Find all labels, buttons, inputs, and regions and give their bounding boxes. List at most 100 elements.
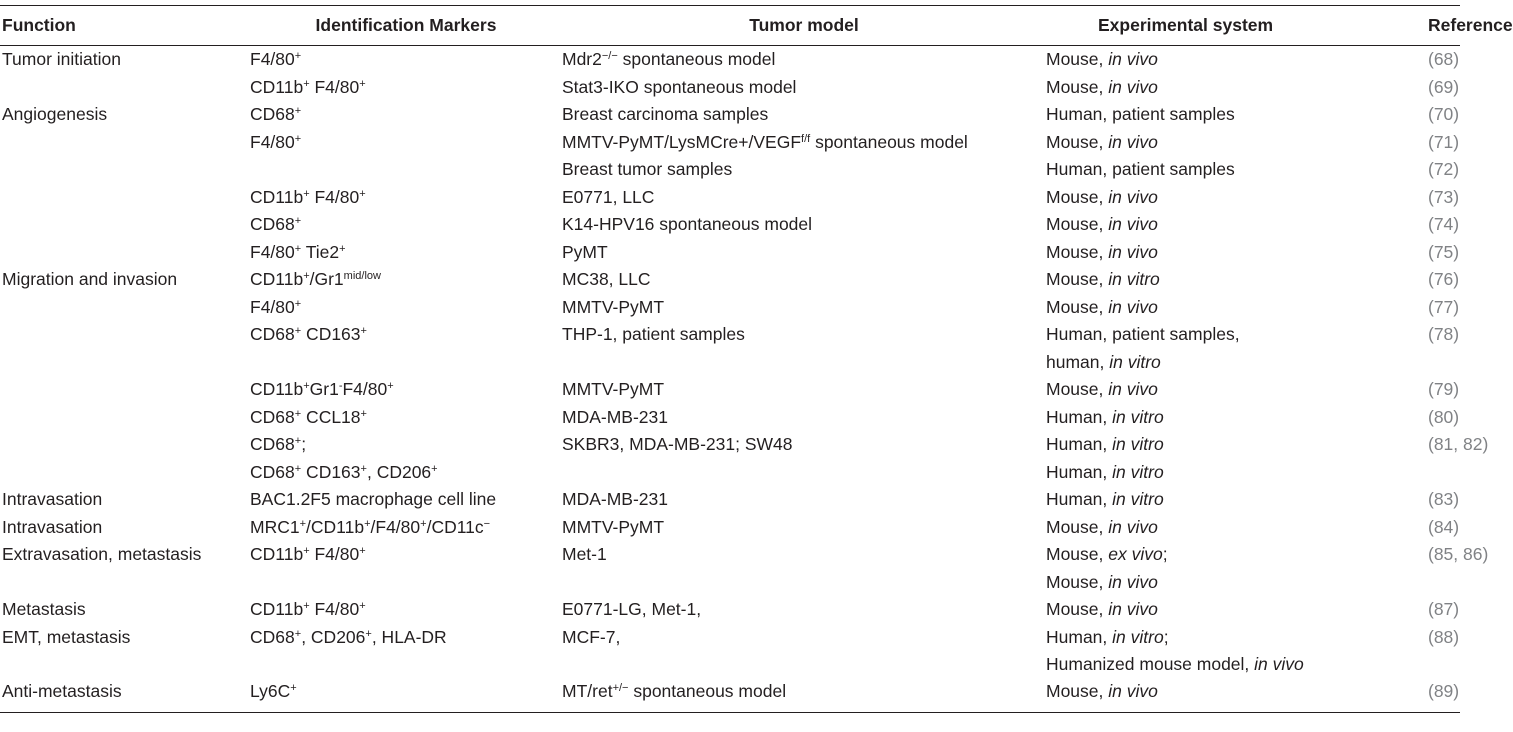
- reference-link[interactable]: (85, 86): [1428, 544, 1489, 565]
- cell-tumor-model: [562, 349, 1046, 377]
- cell-function: [0, 376, 250, 404]
- cell-tumor-model: SKBR3, MDA-MB-231; SW48: [562, 431, 1046, 459]
- cell-reference: (75): [1428, 239, 1460, 267]
- cell-function: [0, 239, 250, 267]
- reference-link[interactable]: (87): [1428, 599, 1460, 620]
- cell-function: EMT, metastasis: [2, 626, 131, 647]
- cell-reference: (71): [1428, 129, 1460, 157]
- reference-link[interactable]: (81, 82): [1428, 434, 1489, 455]
- cell-function: Angiogenesis: [2, 104, 108, 125]
- cell-reference: (83): [1428, 486, 1460, 514]
- marker-segment: +: [294, 462, 302, 475]
- experimental-system-segment: ex vivo: [1108, 544, 1163, 565]
- experimental-system-segment: Mouse,: [1046, 516, 1109, 537]
- marker-segment: MRC1: [250, 516, 300, 537]
- reference-link[interactable]: (75): [1428, 241, 1460, 262]
- reference-link[interactable]: (76): [1428, 269, 1460, 290]
- cell-reference: (69): [1428, 74, 1460, 102]
- cell-function: Intravasation: [2, 489, 103, 510]
- experimental-system-segment: in vitro: [1109, 351, 1161, 372]
- cell-markers: CD11b+ F4/80+: [250, 184, 562, 212]
- cell-experimental-system: Human, in vitro: [1046, 459, 1428, 487]
- cell-tumor-model: MMTV-PyMT: [562, 376, 1046, 404]
- cell-experimental-system: Mouse, in vivo: [1046, 596, 1428, 624]
- experimental-system-segment: Human,: [1046, 406, 1113, 427]
- marker-segment: +: [303, 77, 310, 90]
- cell-function: Migration and invasion: [2, 269, 178, 290]
- cell-experimental-system: Mouse, in vitro: [1046, 266, 1428, 294]
- experimental-system-segment: in vivo: [1108, 186, 1158, 207]
- cell-function: Anti-metastasis: [0, 678, 250, 713]
- column-header-tumor-model: Tumor model: [562, 5, 1046, 46]
- reference-link[interactable]: (69): [1428, 76, 1460, 97]
- cell-function: [0, 459, 250, 487]
- cell-tumor-model: [562, 651, 1046, 679]
- marker-segment: +: [303, 545, 310, 558]
- marker-segment: , CD206: [301, 626, 366, 647]
- cell-markers: BAC1.2F5 macrophage cell line: [250, 486, 562, 514]
- macrophage-function-table: Function Identification Markers Tumor mo…: [0, 5, 1513, 713]
- cell-experimental-system: Mouse, in vivo: [1046, 294, 1428, 322]
- marker-segment: /CD11c: [426, 516, 484, 537]
- header-row: Function Identification Markers Tumor mo…: [0, 5, 1513, 46]
- cell-markers: [250, 651, 562, 679]
- reference-link[interactable]: (71): [1428, 131, 1460, 152]
- cell-function: Metastasis: [2, 599, 86, 620]
- experimental-system-segment: Mouse,: [1046, 49, 1109, 70]
- reference-link[interactable]: (80): [1428, 406, 1460, 427]
- marker-segment: +: [294, 132, 302, 145]
- marker-segment: /CD11b: [306, 516, 365, 537]
- cell-function: [0, 211, 250, 239]
- reference-link[interactable]: (89): [1428, 680, 1460, 701]
- marker-segment: +: [294, 242, 302, 255]
- cell-markers: F4/80+: [250, 129, 562, 157]
- marker-segment: +: [294, 297, 302, 310]
- reference-link[interactable]: (72): [1428, 159, 1460, 180]
- reference-link[interactable]: (84): [1428, 516, 1460, 537]
- experimental-system-segment: ;: [1162, 544, 1168, 565]
- marker-segment: Gr1: [309, 379, 339, 400]
- tumor-model-segment: SKBR3, MDA-MB-231; SW48: [562, 434, 793, 455]
- experimental-system-segment: in vitro: [1112, 626, 1164, 647]
- reference-link[interactable]: (74): [1428, 214, 1460, 235]
- cell-reference: (78): [1428, 321, 1460, 349]
- cell-reference: (81, 82): [1428, 431, 1488, 459]
- marker-segment: F4/80: [309, 544, 360, 565]
- cell-experimental-system: human, in vitro: [1046, 349, 1428, 377]
- reference-link[interactable]: (83): [1428, 489, 1460, 510]
- experimental-system-segment: in vitro: [1112, 461, 1164, 482]
- reference-link[interactable]: (88): [1428, 626, 1460, 647]
- cell-function: Extravasation, metastasis: [2, 544, 202, 565]
- reference-link[interactable]: (68): [1428, 49, 1460, 70]
- cell-function: [0, 129, 250, 157]
- marker-segment: +: [364, 517, 371, 530]
- cell-reference: (76): [1428, 266, 1460, 294]
- cell-markers: CD11b+ F4/80+: [250, 74, 562, 102]
- reference-link[interactable]: (70): [1428, 104, 1460, 125]
- reference-link[interactable]: (78): [1428, 324, 1460, 345]
- reference-link[interactable]: (73): [1428, 186, 1460, 207]
- cell-experimental-system: Human, in vitro: [1046, 431, 1428, 459]
- cell-tumor-model: MMTV-PyMT: [562, 514, 1046, 542]
- experimental-system-segment: in vivo: [1108, 49, 1158, 70]
- reference-link[interactable]: (79): [1428, 379, 1460, 400]
- table-row: Humanized mouse model, in vivo: [0, 651, 1460, 679]
- experimental-system-segment: Human, patient samples,: [1046, 324, 1240, 345]
- marker-segment: CD68: [250, 406, 295, 427]
- experimental-system-segment: in vivo: [1108, 680, 1158, 701]
- table-row: F4/80+MMTV-PyMT/LysMCre+/VEGFf/f spontan…: [0, 129, 1460, 157]
- experimental-system-segment: Mouse,: [1046, 186, 1109, 207]
- experimental-system-segment: Human,: [1046, 489, 1113, 510]
- marker-segment: F4/80: [250, 131, 295, 152]
- experimental-system-segment: in vitro: [1112, 489, 1164, 510]
- marker-segment: CD163: [301, 324, 361, 345]
- reference-link[interactable]: (77): [1428, 296, 1460, 317]
